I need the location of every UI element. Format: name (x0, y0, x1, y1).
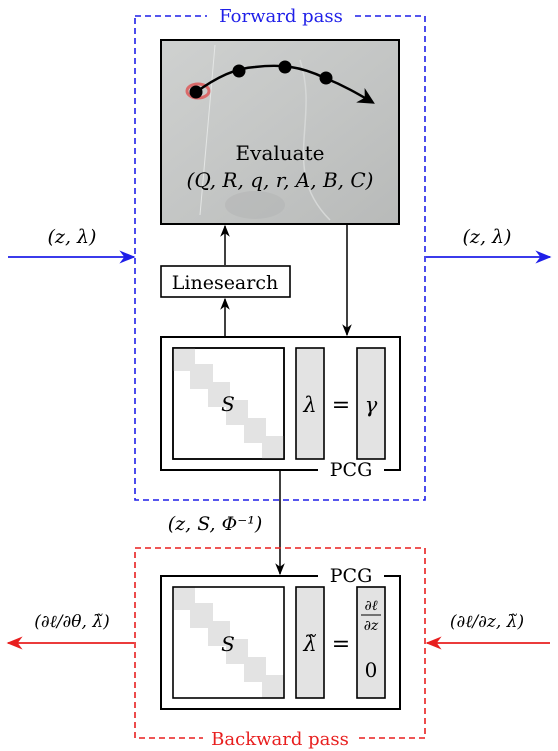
evaluate-block: Evaluate (Q, R, q, r, A, B, C) (160, 39, 400, 225)
photo-texture (199, 44, 216, 216)
linesearch-block: Linesearch (160, 265, 291, 298)
backward-matrix-label: S (221, 632, 235, 656)
backward-vector-lambda (295, 586, 325, 699)
forward-pcg-frame (160, 336, 401, 471)
backward-output-label: (∂ℓ/∂θ, λ̃) (34, 612, 109, 632)
forward-matrix-label: S (221, 392, 235, 416)
trajectory-point (319, 71, 333, 85)
backward-equals: = (332, 632, 350, 657)
backward-pcg-frame (160, 575, 401, 710)
forward-input-label: (z, λ) (48, 226, 97, 248)
forward-pcg-block: PCG S λ = γ (160, 336, 401, 481)
forward-matrix-border (172, 347, 285, 460)
backward-pcg-block: PCG S λ̃ = ∂ℓ ∂z 0 (160, 565, 401, 710)
backward-matrix-s (172, 586, 285, 699)
forward-pcg-label: PCG (330, 459, 373, 481)
forward-output-label: (z, λ) (463, 226, 512, 248)
connector-label: (z, S, Φ⁻¹) (168, 513, 263, 535)
backward-rhs-denominator: ∂z (364, 618, 379, 634)
forward-rhs-label: γ (365, 393, 378, 417)
backward-pass-group: Backward pass (134, 547, 426, 751)
forward-equals: = (332, 393, 350, 418)
trajectory-point (189, 85, 203, 99)
backward-matrix-band (173, 587, 284, 698)
backward-rhs-zero: 0 (365, 658, 378, 682)
backward-rhs (356, 586, 386, 699)
forward-rhs-gamma (356, 347, 386, 460)
forward-matrix-band (173, 348, 284, 459)
trajectory-point (232, 64, 246, 78)
forward-pass-label-bg (207, 4, 355, 28)
backward-pcg-label: PCG (330, 565, 373, 587)
backward-pass-label: Backward pass (211, 729, 349, 750)
backward-vector-label: λ̃ (302, 632, 316, 656)
photo-texture (299, 59, 331, 221)
forward-vector-lambda (295, 347, 325, 460)
backward-pass-label-bg (203, 727, 357, 751)
linesearch-label: Linesearch (172, 272, 278, 294)
evaluate-title: Evaluate (236, 141, 325, 165)
forward-pass-label: Forward pass (219, 6, 343, 27)
trajectory-point (278, 60, 292, 74)
photo-texture (225, 191, 285, 219)
backward-rhs-numerator: ∂ℓ (364, 598, 377, 614)
linesearch-box (160, 265, 291, 298)
forward-pass-group: Forward pass (134, 4, 426, 501)
backward-input-label: (∂ℓ/∂z, λ̃) (450, 612, 524, 632)
forward-vector-label: λ (302, 393, 316, 417)
evaluate-args: (Q, R, q, r, A, B, C) (187, 168, 374, 192)
